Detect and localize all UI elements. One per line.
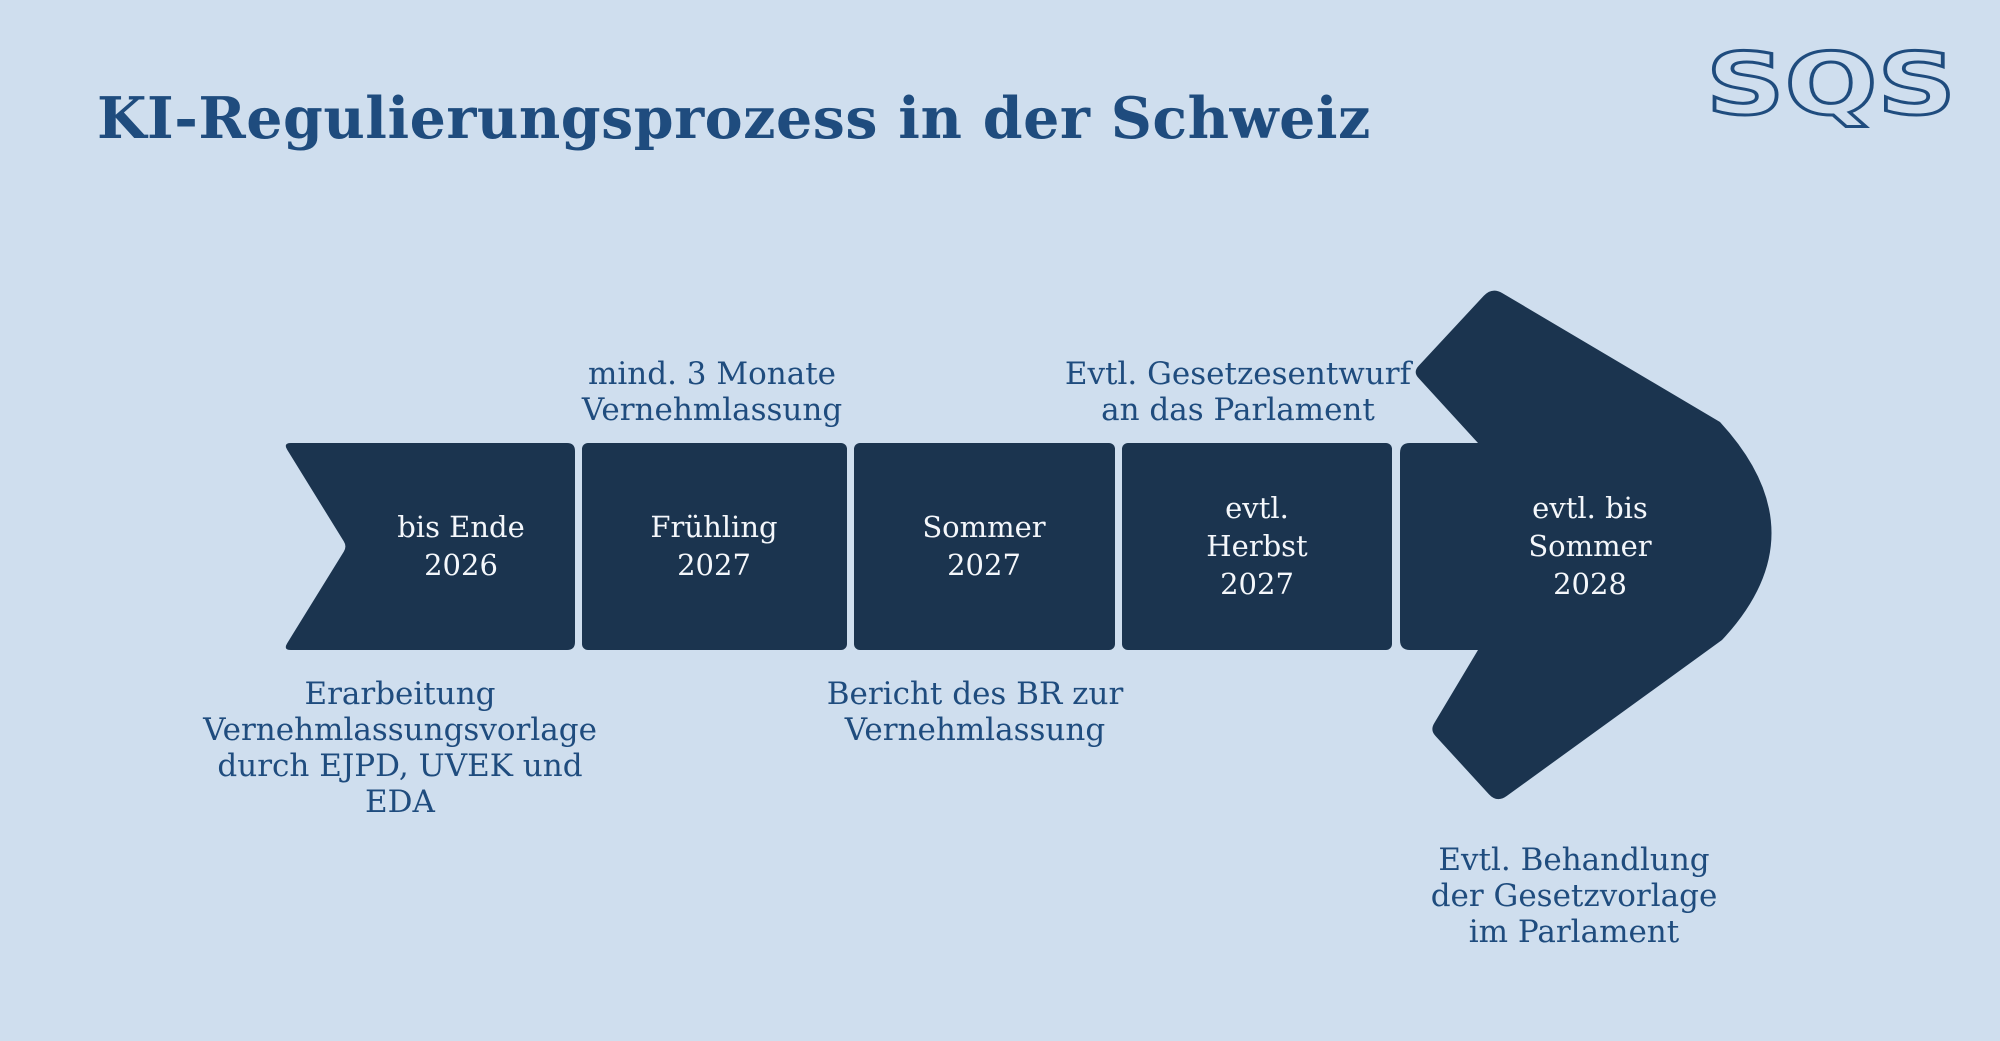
stage-shape-1: [285, 443, 575, 650]
annotation-below-stage-5: Evtl. Behandlung der Gesetzvorlage im Pa…: [1430, 842, 1718, 950]
sqs-logo: SQS: [1705, 40, 1958, 136]
stage-label-5: evtl. bis Sommer 2028: [1528, 491, 1652, 601]
annotation-below-stage-3: Bericht des BR zur Vernehmlassung: [826, 676, 1124, 748]
stage-label-1: bis Ende 2026: [397, 510, 525, 582]
stage-shape-5-arrow: [1400, 290, 1772, 800]
stage-shape-2: [582, 443, 847, 650]
annotation-below-stage-1: Erarbeitung Vernehmlassungsvorlage durch…: [203, 676, 597, 820]
stage-label-3: Sommer 2027: [922, 510, 1046, 582]
stage-shape-3: [854, 443, 1115, 650]
stage-label-4: evtl. Herbst 2027: [1206, 491, 1308, 601]
annotation-above-stage-4: Evtl. Gesetzesentwurf an das Parlament: [1064, 356, 1412, 428]
sqs-logo-text: SQS: [1706, 40, 1956, 135]
stage-label-2: Frühling 2027: [650, 510, 778, 582]
annotation-above-stage-2: mind. 3 Monate Vernehmlassung: [581, 356, 843, 428]
page-title: KI-Regulierungsprozess in der Schweiz: [97, 85, 1371, 152]
stage-shape-4: [1122, 443, 1392, 650]
